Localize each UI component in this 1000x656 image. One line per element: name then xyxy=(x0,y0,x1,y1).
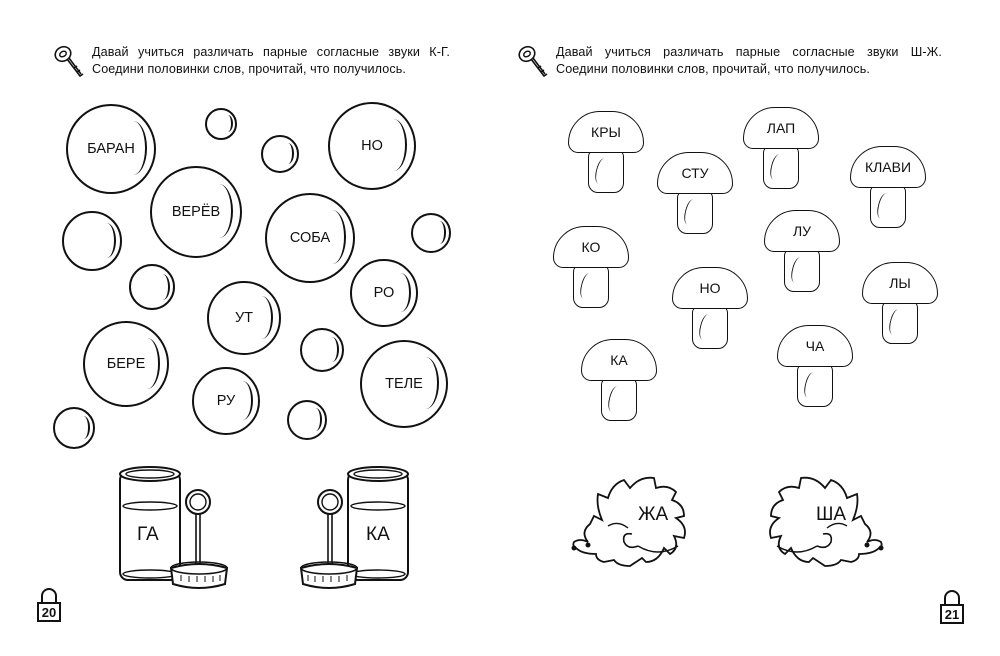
mushroom-card[interactable]: КО xyxy=(553,226,629,308)
bubble-highlight xyxy=(134,337,161,389)
bubble-label: БЕРЕ xyxy=(106,356,146,372)
bubble-label: УТ xyxy=(234,310,254,326)
left-page: Давай учиться различать парные согласные… xyxy=(37,45,451,622)
word-bubble[interactable]: РО xyxy=(350,259,418,327)
lock-icon xyxy=(41,588,57,604)
mushroom-label: КРЫ xyxy=(568,111,644,153)
mushroom-stem xyxy=(692,305,728,349)
bubble-label: СОБА xyxy=(289,230,331,246)
mushroom-card[interactable]: КЛАВИ xyxy=(850,146,926,228)
hedgehog-sha[interactable] xyxy=(762,462,887,582)
bubble-highlight xyxy=(412,357,440,410)
empty-bubble[interactable] xyxy=(300,328,344,372)
empty-bubble[interactable] xyxy=(287,400,327,440)
mushroom-label: СТУ xyxy=(657,152,733,194)
mushroom-stem xyxy=(870,184,906,228)
mushroom-label: КО xyxy=(553,226,629,268)
mushroom-stem xyxy=(573,264,609,308)
mushroom-stem xyxy=(601,377,637,421)
mushroom-card[interactable]: ЛЫ xyxy=(862,262,938,344)
bubble-jar-ga[interactable] xyxy=(115,462,230,592)
mushroom-label: ЧА xyxy=(777,325,853,367)
bubble-highlight xyxy=(97,223,116,258)
word-bubble[interactable]: НО xyxy=(328,102,416,190)
word-bubble[interactable]: БЕРЕ xyxy=(83,321,169,407)
bubble-highlight xyxy=(390,272,411,313)
bubble-highlight xyxy=(250,295,274,339)
mushroom-card[interactable]: ЛАП xyxy=(743,107,819,189)
right-page: Давай учиться различать парные согласные… xyxy=(500,0,1000,656)
bubble-highlight xyxy=(232,380,253,421)
instruction-text: Давай учиться различать парные согласные… xyxy=(556,45,942,76)
mushroom-card[interactable]: НО xyxy=(672,267,748,349)
bubble-highlight xyxy=(325,337,339,362)
word-bubble[interactable]: БАРАН xyxy=(66,104,156,194)
bubble-highlight xyxy=(380,119,408,172)
bubble-label: НО xyxy=(361,138,383,154)
empty-bubble[interactable] xyxy=(62,211,122,271)
page-number-badge: 21 xyxy=(940,590,964,624)
hedgehog-zha[interactable] xyxy=(568,462,693,582)
bubble-highlight xyxy=(222,115,233,133)
bubble-highlight xyxy=(318,210,347,264)
key-icon xyxy=(518,45,548,78)
hedgehog-label: ЖА xyxy=(638,504,669,525)
bubble-label: ТЕЛЕ xyxy=(385,376,423,392)
empty-bubble[interactable] xyxy=(411,213,451,253)
key-icon xyxy=(54,45,84,78)
jar-label: ГА xyxy=(137,524,159,545)
mushroom-stem xyxy=(882,300,918,344)
word-bubble[interactable]: ТЕЛЕ xyxy=(360,340,448,428)
mushroom-label: КЛАВИ xyxy=(850,146,926,188)
word-bubble[interactable]: СОБА xyxy=(265,193,355,283)
bubble-label: БАРАН xyxy=(87,141,135,157)
page-number-badge: 20 xyxy=(37,588,61,622)
word-bubble[interactable]: РУ xyxy=(192,367,260,435)
empty-bubble[interactable] xyxy=(129,264,175,310)
instruction-text: Давай учиться различать парные согласные… xyxy=(92,45,450,76)
mushroom-label: ЛАП xyxy=(743,107,819,149)
mushroom-label: КА xyxy=(581,339,657,381)
bubble-label: РО xyxy=(373,285,395,301)
mushroom-card[interactable]: СТУ xyxy=(657,152,733,234)
bubble-highlight xyxy=(77,415,90,440)
mushroom-label: НО xyxy=(672,267,748,309)
bubble-highlight xyxy=(309,408,323,431)
mushroom-stem xyxy=(784,248,820,292)
empty-bubble[interactable] xyxy=(205,108,237,140)
mushroom-stem xyxy=(797,363,833,407)
hedgehog-label: ША xyxy=(816,504,847,525)
bubble-label: РУ xyxy=(216,393,236,409)
mushroom-stem xyxy=(588,149,624,193)
bubble-highlight xyxy=(205,183,233,239)
bubble-highlight xyxy=(155,273,170,300)
page-number: 21 xyxy=(940,604,964,624)
mushroom-label: ЛУ xyxy=(764,210,840,252)
bubble-highlight xyxy=(282,143,295,165)
page-number: 20 xyxy=(37,602,61,622)
mushroom-card[interactable]: КА xyxy=(581,339,657,421)
mushroom-card[interactable]: ЛУ xyxy=(764,210,840,292)
bubble-jar-ka[interactable] xyxy=(298,462,413,592)
mushroom-stem xyxy=(763,145,799,189)
word-bubble[interactable]: УТ xyxy=(207,281,281,355)
empty-bubble[interactable] xyxy=(53,407,95,449)
bubble-label: ВЕРЁВ xyxy=(171,204,221,220)
mushroom-stem xyxy=(677,190,713,234)
jar-label: КА xyxy=(366,524,390,545)
lock-icon xyxy=(944,590,960,606)
bubble-highlight xyxy=(433,221,447,244)
mushroom-card[interactable]: ЧА xyxy=(777,325,853,407)
empty-bubble[interactable] xyxy=(261,135,299,173)
bubble-highlight xyxy=(119,121,148,175)
word-bubble[interactable]: ВЕРЁВ xyxy=(150,166,242,258)
mushroom-label: ЛЫ xyxy=(862,262,938,304)
mushroom-card[interactable]: КРЫ xyxy=(568,111,644,193)
